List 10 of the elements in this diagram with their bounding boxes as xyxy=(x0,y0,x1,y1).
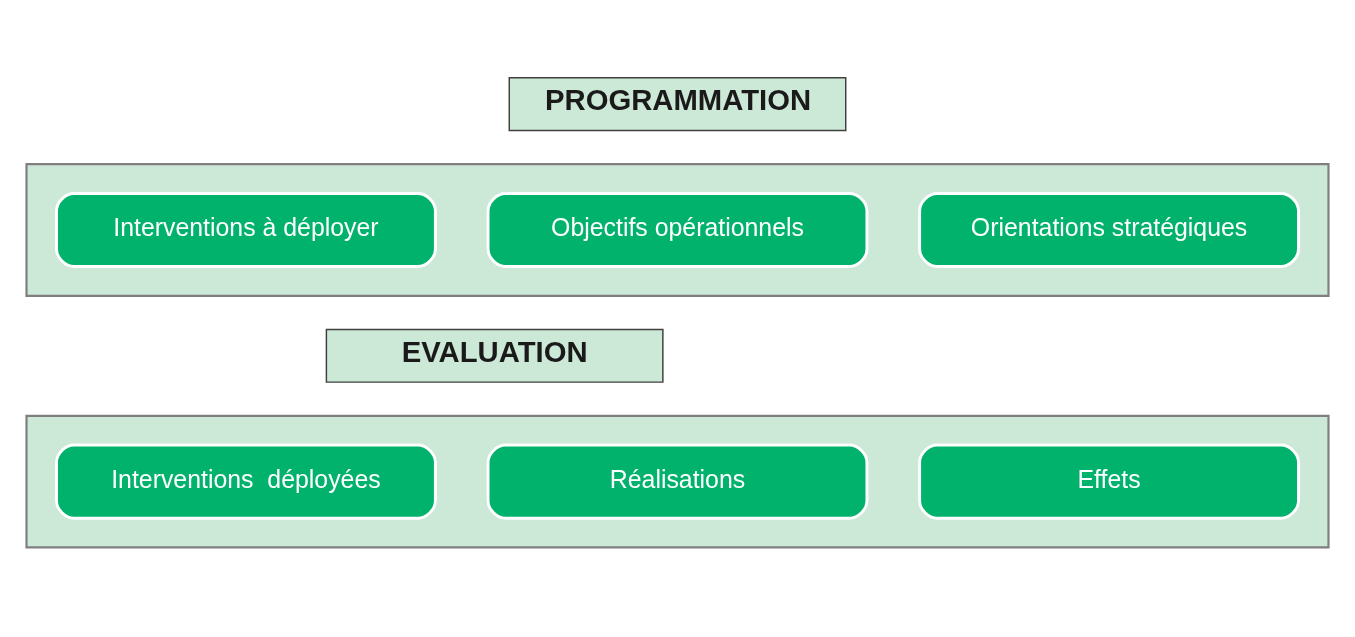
node-box: Orientations stratégiques xyxy=(918,191,1300,269)
node-box: Interventions à déployer xyxy=(55,191,437,269)
cluster xyxy=(25,414,1330,549)
node-box: Objectifs opérationnels xyxy=(486,191,869,269)
node-box: EVALUATION xyxy=(325,328,664,383)
node-box: PROGRAMMATION xyxy=(508,77,847,132)
cluster xyxy=(25,163,1330,297)
node-box: Réalisations xyxy=(486,443,869,520)
node-box: Effets xyxy=(918,443,1300,520)
node-box: Interventions déployées xyxy=(55,443,437,520)
